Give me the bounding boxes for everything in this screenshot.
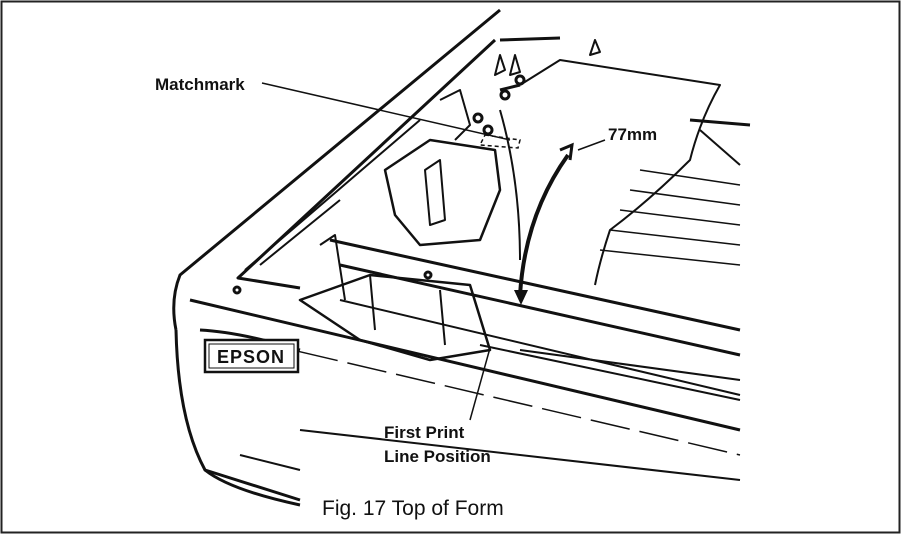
leader-lines [261,82,606,421]
first-print-label-line1: First Print [384,423,465,442]
brand-text: EPSON [217,347,285,367]
first-print-label-line2: Line Position [384,447,491,466]
distance-label: 77mm [608,125,658,144]
measurement-arrow [518,142,574,296]
epson-badge [203,338,300,374]
printer-body [172,8,751,507]
matchmark-label: Matchmark [155,75,245,94]
figure-caption: Fig. 17 Top of Form [322,497,504,520]
arrow-head-down [514,290,528,305]
